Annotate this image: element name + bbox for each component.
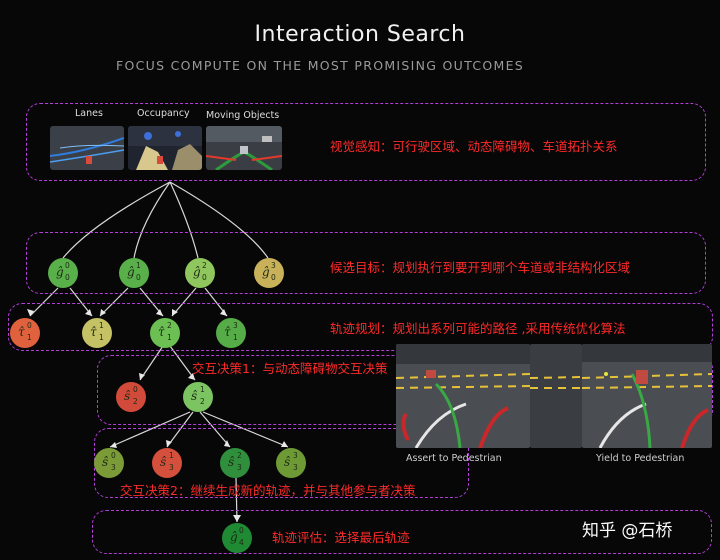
node-symbol: ŝ (191, 389, 198, 403)
node-superscript: 2 (167, 321, 172, 330)
node-symbol: ĝ (127, 265, 135, 279)
evaluation-node-0: ĝ 0 4 (222, 523, 252, 553)
node-symbol: ŝ (284, 455, 291, 469)
node-symbol: ĝ (230, 530, 238, 544)
decision2-node-0: ŝ 0 3 (94, 448, 124, 478)
node-subscript: 3 (237, 463, 242, 472)
node-superscript: 0 (239, 526, 244, 535)
node-superscript: 1 (136, 261, 141, 270)
decision2-node-3: ŝ 3 3 (276, 448, 306, 478)
moving-objects-label: Moving Objects (206, 110, 280, 121)
node-superscript: 0 (133, 385, 138, 394)
trajectory-node-0: τ̂ 0 1 (10, 318, 40, 348)
goal-node-2: ĝ 2 0 (185, 258, 215, 288)
decision1-node-0: ŝ 0 2 (116, 382, 146, 412)
node-superscript: 2 (202, 261, 207, 270)
node-subscript: 3 (293, 463, 298, 472)
node-subscript: 1 (27, 333, 32, 342)
page-title: Interaction Search (254, 22, 466, 47)
node-subscript: 1 (233, 333, 238, 342)
node-superscript: 0 (65, 261, 70, 270)
node-symbol: ĝ (193, 265, 201, 279)
node-subscript: 3 (111, 463, 116, 472)
lanes-label: Lanes (75, 108, 103, 119)
node-subscript: 1 (167, 333, 172, 342)
decision1-annotation: 交互决策1：与动态障碍物交互决策 (192, 361, 388, 376)
assert-to-pedestrian-caption: Assert to Pedestrian (406, 453, 502, 464)
decision2-annotation: 交互决策2：继续生成新的轨迹，并与其他参与者决策 (120, 483, 416, 498)
node-symbol: ŝ (160, 455, 167, 469)
node-superscript: 1 (99, 321, 104, 330)
node-symbol: ŝ (102, 455, 109, 469)
node-superscript: 1 (200, 385, 205, 394)
edge-t2-s0 (139, 345, 164, 381)
goals-annotation: 候选目标：规划执行到要开到哪个车道或非结构化区域 (330, 260, 631, 275)
trajectory-node-3: τ̂ 3 1 (216, 318, 246, 348)
node-symbol: τ̂ (224, 325, 231, 339)
yield-to-pedestrian-video (582, 344, 712, 448)
edge-s1-s31 (166, 411, 194, 448)
node-superscript: 0 (27, 321, 32, 330)
page-subtitle: FOCUS COMPUTE ON THE MOST PROMISING OUTC… (115, 58, 525, 73)
goal-node-3: ĝ 3 0 (254, 258, 284, 288)
node-subscript: 2 (133, 397, 138, 406)
node-subscript: 3 (169, 463, 174, 472)
trajectory-box (8, 303, 713, 351)
edge-s1-s30 (109, 411, 191, 448)
occupancy-label: Occupancy (137, 108, 190, 119)
node-subscript: 0 (65, 273, 70, 282)
goal-node-1: ĝ 1 0 (119, 258, 149, 288)
edge-perception-g0 (62, 181, 171, 259)
evaluation-box (92, 510, 712, 554)
occupancy-thumbnail (128, 126, 202, 170)
node-superscript: 2 (237, 451, 242, 460)
goal-node-0: ĝ 0 0 (48, 258, 78, 288)
edge-s1-s33 (202, 411, 289, 448)
decision2-node-1: ŝ 1 3 (152, 448, 182, 478)
node-symbol: ĝ (262, 265, 270, 279)
trajectory-annotation: 轨迹规划：规划出系列可能的路径 ,采用传统优化算法 (330, 321, 626, 336)
trajectory-node-1: τ̂ 1 1 (82, 318, 112, 348)
edge-g1-t1 (99, 287, 129, 317)
node-subscript: 0 (271, 273, 276, 282)
edge-perception-g2 (169, 181, 199, 259)
node-symbol: τ̂ (90, 325, 97, 339)
lanes-thumbnail (50, 126, 124, 170)
node-symbol: ŝ (228, 455, 235, 469)
node-subscript: 1 (99, 333, 104, 342)
node-symbol: ĝ (56, 265, 64, 279)
node-superscript: 3 (233, 321, 238, 330)
moving-objects-thumbnail (206, 126, 282, 170)
edge-t2-s1 (169, 345, 196, 381)
decision2-node-2: ŝ 2 3 (220, 448, 250, 478)
edge-g0-t0 (29, 287, 59, 317)
node-subscript: 0 (136, 273, 141, 282)
decision1-node-1: ŝ 1 2 (183, 382, 213, 412)
node-superscript: 1 (169, 451, 174, 460)
perception-box (26, 103, 706, 181)
assert-to-pedestrian-video (396, 344, 530, 448)
node-symbol: τ̂ (18, 325, 25, 339)
node-subscript: 2 (200, 397, 205, 406)
zhihu-watermark: 知乎 @石桥 (582, 521, 673, 541)
node-symbol: ŝ (124, 389, 131, 403)
node-subscript: 4 (239, 538, 244, 547)
node-subscript: 0 (202, 273, 207, 282)
yield-to-pedestrian-caption: Yield to Pedestrian (596, 453, 685, 464)
node-superscript: 0 (111, 451, 116, 460)
trajectory-node-2: τ̂ 2 1 (150, 318, 180, 348)
node-superscript: 3 (293, 451, 298, 460)
transition-video (530, 344, 582, 448)
edge-s32-g4 (235, 477, 238, 523)
edge-perception-g1 (133, 181, 171, 259)
edge-s1-s32 (199, 411, 231, 448)
node-symbol: τ̂ (158, 325, 165, 339)
goals-box (26, 232, 706, 294)
perception-annotation: 视觉感知：可行驶区域、动态障碍物、车道拓扑关系 (330, 139, 618, 154)
evaluation-annotation: 轨迹评估：选择最后轨迹 (272, 530, 410, 545)
edge-perception-g3 (169, 181, 269, 259)
node-superscript: 3 (271, 261, 276, 270)
